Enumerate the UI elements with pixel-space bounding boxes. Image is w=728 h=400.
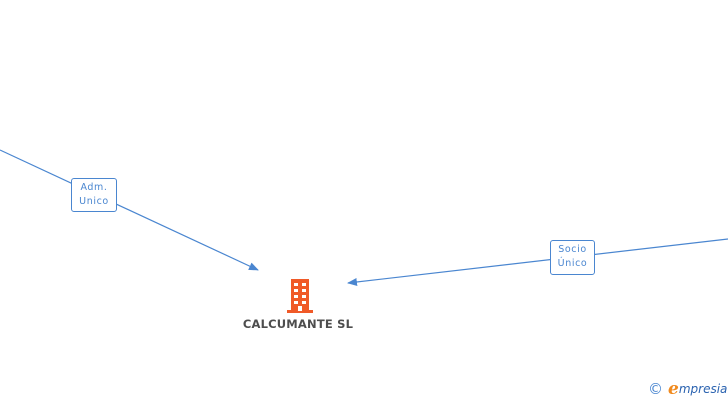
watermark: © e mpresia	[648, 378, 727, 400]
brand-logo-text: mpresia	[678, 382, 728, 396]
edge-label-line: Adm.	[80, 182, 108, 193]
company-node[interactable]: CALCUMANTE SL	[230, 276, 366, 336]
edge-label-adm-unico: Adm. Unico	[71, 178, 117, 212]
brand-logo-initial: e	[668, 379, 679, 399]
edge-label-socio-unico: Socio Único	[550, 240, 595, 275]
edge-adm-unico	[0, 149, 259, 271]
edge-label-line: Unico	[79, 196, 109, 207]
company-name: CALCUMANTE SL	[242, 317, 354, 331]
edge-label-line: Socio	[558, 244, 587, 255]
copyright-icon: ©	[648, 380, 663, 398]
edge-label-line: Único	[557, 258, 588, 269]
edge-socio-unico	[347, 238, 728, 286]
building-icon	[287, 279, 313, 313]
